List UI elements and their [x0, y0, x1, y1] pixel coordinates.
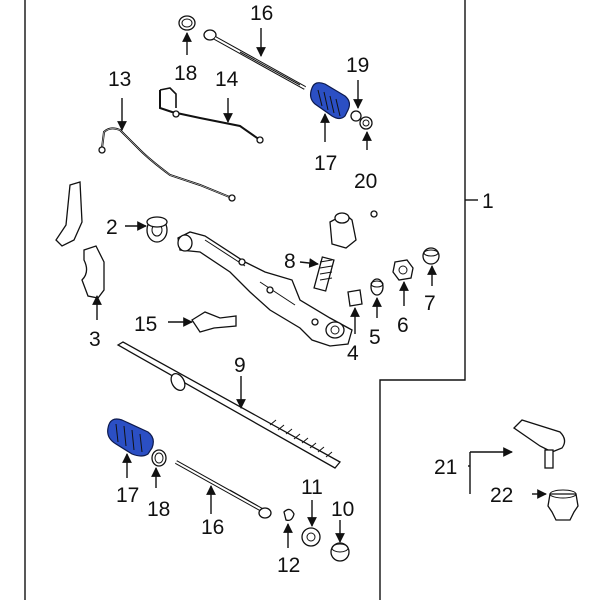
valve-body — [329, 210, 378, 249]
clamp-ring-19 — [350, 110, 362, 122]
bushing-5 — [370, 278, 384, 296]
rack-housing — [177, 231, 353, 347]
callout-17-bottom: 17 — [116, 484, 139, 507]
inner-tie-rod-top — [203, 29, 306, 90]
cap-7 — [422, 247, 440, 265]
mounting-bracket-3-upper — [55, 181, 83, 247]
pressure-line-14 — [159, 87, 264, 144]
nut-6 — [392, 259, 414, 281]
callout-5: 5 — [369, 326, 381, 349]
pressure-line-13 — [98, 127, 236, 202]
callout-18-top: 18 — [174, 62, 197, 85]
callout-10: 10 — [331, 498, 354, 521]
leader-arrows — [92, 28, 547, 548]
boot-clamp-top — [178, 15, 196, 31]
callout-12: 12 — [277, 554, 300, 577]
callout-22: 22 — [490, 484, 513, 507]
callout-4: 4 — [347, 342, 359, 365]
callout-11: 11 — [301, 476, 323, 499]
callout-16-bottom: 16 — [201, 516, 224, 539]
callout-6: 6 — [397, 314, 409, 337]
callout-1: 1 — [482, 190, 494, 213]
callout-20: 20 — [354, 170, 377, 193]
assembly-boundary-line — [24, 0, 466, 600]
bushing-11 — [301, 527, 321, 547]
cap-10 — [330, 542, 350, 562]
nut-20 — [359, 116, 373, 130]
callout-16-top: 16 — [250, 2, 273, 25]
callout-18-bottom: 18 — [147, 498, 170, 521]
rack-boot-top — [309, 82, 351, 120]
callout-21: 21 — [434, 456, 457, 479]
callout-13: 13 — [108, 68, 131, 91]
callout-17-top: 17 — [314, 152, 337, 175]
callout-3: 3 — [89, 328, 101, 351]
clip-12 — [283, 508, 295, 522]
callout-7: 7 — [424, 292, 436, 315]
callout-14: 14 — [215, 68, 239, 91]
inner-tie-rod-bottom — [175, 460, 272, 519]
seal-4 — [347, 289, 363, 307]
outer-tie-rod-end-21 — [512, 419, 566, 469]
mounting-bracket-3-lower — [81, 245, 105, 299]
callout-8: 8 — [284, 250, 296, 273]
dust-boot-22 — [547, 489, 579, 521]
callout-2: 2 — [106, 216, 118, 239]
callout-19: 19 — [346, 54, 369, 77]
pinion-8 — [313, 256, 335, 292]
mount-bushing-2 — [146, 216, 168, 243]
rack-bar-9 — [116, 341, 342, 469]
boot-clamp-bottom — [151, 449, 167, 467]
bracket-15 — [191, 311, 237, 333]
callout-15: 15 — [134, 313, 157, 336]
rack-boot-bottom — [107, 418, 154, 457]
callout-9: 9 — [234, 354, 246, 377]
